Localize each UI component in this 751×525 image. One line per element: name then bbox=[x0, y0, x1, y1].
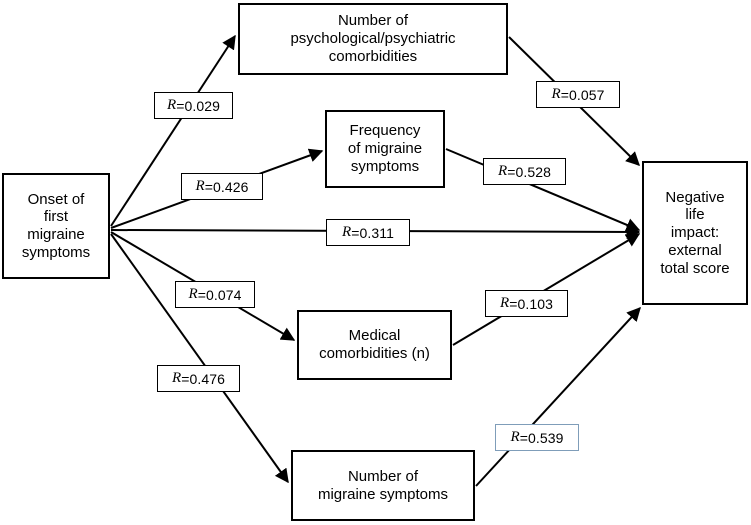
r-operator: = bbox=[560, 86, 569, 103]
node-line: psychological/psychiatric bbox=[290, 30, 456, 48]
edge-label-medical-impact[interactable]: R=0.103 bbox=[485, 290, 568, 317]
node-line: symptoms bbox=[350, 157, 420, 175]
node-line: Number of bbox=[337, 12, 408, 30]
edge-label-onset-nsymptoms[interactable]: R=0.476 bbox=[157, 365, 240, 392]
r-symbol: R bbox=[510, 429, 520, 445]
r-value: 0.311 bbox=[359, 224, 395, 241]
node-line: total score bbox=[660, 259, 730, 277]
r-value: 0.539 bbox=[528, 429, 564, 446]
node-line: comorbidities (n) bbox=[319, 345, 430, 362]
edge-label-onset-medical[interactable]: R=0.074 bbox=[175, 281, 255, 308]
r-symbol: R bbox=[497, 163, 508, 179]
r-value: 0.528 bbox=[515, 163, 552, 180]
edge-label-frequency-impact[interactable]: R=0.528 bbox=[483, 158, 566, 185]
r-value: 0.074 bbox=[206, 286, 242, 303]
edge-label-nsymptoms-impact[interactable]: R=0.539 bbox=[495, 424, 579, 451]
node-line: life bbox=[685, 206, 705, 224]
r-value: 0.057 bbox=[569, 86, 605, 103]
edge-label-onset-frequency[interactable]: R=0.426 bbox=[181, 173, 263, 200]
node-number-of-psychological-psychiatric-comorbidities[interactable]: Number of psychological/psychiatric como… bbox=[238, 3, 508, 75]
node-line: Number of bbox=[347, 467, 418, 485]
node-frequency-of-migraine-symptoms[interactable]: Frequency of migraine symptoms bbox=[325, 110, 445, 188]
node-line: Frequency bbox=[349, 122, 421, 140]
edge-nsymptoms-to-impact bbox=[475, 306, 641, 487]
r-operator: = bbox=[176, 97, 185, 114]
r-symbol: R bbox=[195, 178, 205, 194]
edge-label-onset-impact[interactable]: R=0.311 bbox=[326, 219, 410, 246]
r-operator: = bbox=[509, 295, 518, 312]
node-line: migraine bbox=[27, 226, 85, 243]
node-medical-comorbidities[interactable]: Medical comorbidities (n) bbox=[297, 310, 452, 380]
node-line: first bbox=[43, 208, 69, 226]
r-operator: = bbox=[351, 224, 360, 241]
r-operator: = bbox=[181, 370, 190, 387]
r-value: 0.426 bbox=[213, 178, 249, 195]
r-symbol: R bbox=[499, 295, 510, 311]
r-symbol: R bbox=[188, 286, 198, 302]
node-line: comorbidities bbox=[328, 47, 418, 65]
node-line: impact: bbox=[670, 224, 720, 242]
node-line: symptoms bbox=[21, 243, 91, 261]
r-symbol: R bbox=[166, 97, 177, 113]
r-value: 0.103 bbox=[517, 295, 554, 312]
node-line: Onset of bbox=[27, 190, 85, 208]
node-line: of migraine bbox=[347, 140, 423, 158]
node-onset-of-first-migraine-symptoms[interactable]: Onset of first migraine symptoms bbox=[2, 173, 110, 279]
node-line: migraine symptoms bbox=[317, 485, 449, 503]
edge-onset-to-nsymptoms bbox=[110, 233, 289, 484]
r-symbol: R bbox=[551, 86, 561, 102]
r-symbol: R bbox=[341, 224, 352, 240]
edge-label-onset-psych[interactable]: R=0.029 bbox=[154, 92, 233, 119]
r-operator: = bbox=[197, 286, 206, 303]
edge-label-psych-impact[interactable]: R=0.057 bbox=[536, 81, 620, 108]
node-negative-life-impact-external-total-score[interactable]: Negative life impact: external total sco… bbox=[642, 161, 748, 305]
r-symbol: R bbox=[171, 370, 182, 386]
r-value: 0.476 bbox=[189, 370, 226, 387]
node-line: Negative bbox=[665, 188, 725, 206]
r-operator: = bbox=[519, 429, 528, 446]
r-value: 0.029 bbox=[184, 97, 221, 114]
node-line: external bbox=[668, 241, 722, 259]
r-operator: = bbox=[507, 163, 516, 180]
node-line: Medical bbox=[348, 327, 401, 345]
node-number-of-migraine-symptoms[interactable]: Number of migraine symptoms bbox=[291, 450, 475, 521]
r-operator: = bbox=[204, 178, 213, 195]
